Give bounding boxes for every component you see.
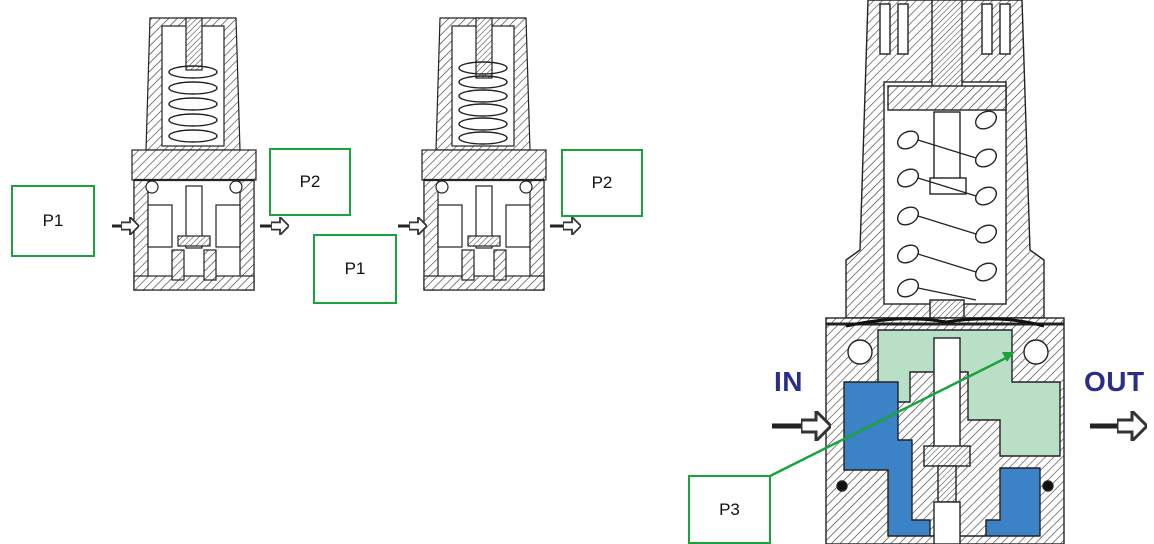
- regulator-small-middle: [398, 17, 572, 291]
- p3-pointer-arrowhead: [1002, 352, 1014, 362]
- label-in: IN: [774, 366, 803, 397]
- label-p3: P3: [688, 475, 771, 544]
- label-out: OUT: [1084, 366, 1145, 397]
- label-p2-middle: P2: [561, 149, 643, 217]
- regulator-large-cutaway: [772, 0, 1132, 544]
- p3-pointer-line: [761, 354, 1011, 482]
- label-p1-middle: P1: [313, 234, 397, 304]
- label-p2-left: P2: [269, 148, 351, 216]
- regulator-small-left: [112, 17, 280, 291]
- label-p1-left: P1: [11, 185, 95, 257]
